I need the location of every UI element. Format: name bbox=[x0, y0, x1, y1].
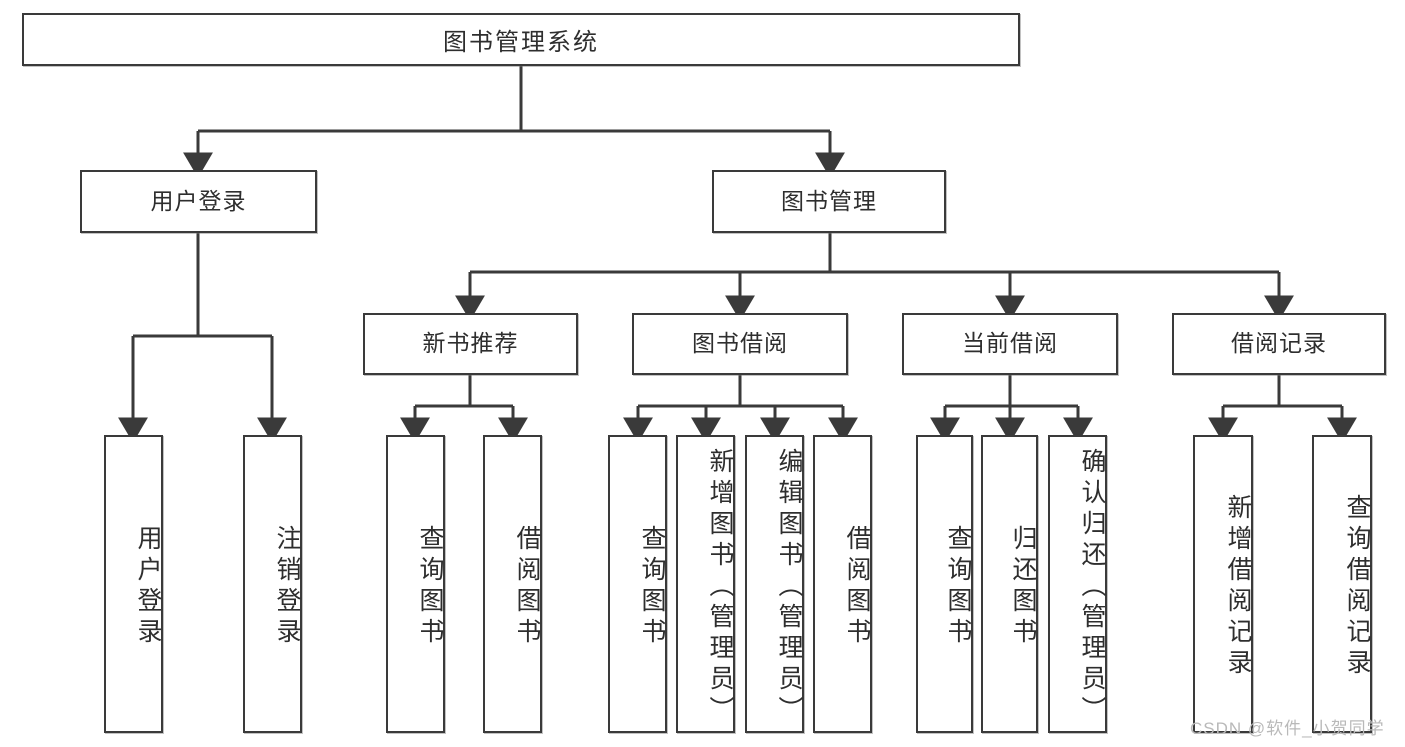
node-new-book-recommend[interactable]: 新书推荐 bbox=[363, 313, 578, 375]
leaf-user-login-signout[interactable]: 注销登录 bbox=[243, 435, 302, 733]
node-current-borrow[interactable]: 当前借阅 bbox=[902, 313, 1118, 375]
leaf-new-book-query[interactable]: 查询图书 bbox=[386, 435, 445, 733]
leaf-current-borrow-query[interactable]: 查询图书 bbox=[916, 435, 973, 733]
leaf-book-borrow-query[interactable]: 查询图书 bbox=[608, 435, 667, 733]
node-book-borrow[interactable]: 图书借阅 bbox=[632, 313, 848, 375]
leaf-borrow-record-add[interactable]: 新增借阅记录 bbox=[1193, 435, 1253, 733]
node-borrow-record[interactable]: 借阅记录 bbox=[1172, 313, 1386, 375]
leaf-borrow-record-query[interactable]: 查询借阅记录 bbox=[1312, 435, 1372, 733]
leaf-current-borrow-return[interactable]: 归还图书 bbox=[981, 435, 1038, 733]
leaf-new-book-borrow[interactable]: 借阅图书 bbox=[483, 435, 542, 733]
leaf-user-login-signin[interactable]: 用户登录 bbox=[104, 435, 163, 733]
node-user-login[interactable]: 用户登录 bbox=[80, 170, 317, 233]
leaf-current-borrow-confirm-return[interactable]: 确认归还（管理员） bbox=[1048, 435, 1107, 733]
node-book-management[interactable]: 图书管理 bbox=[712, 170, 946, 233]
csdn-watermark: CSDN @软件_小贺同学 bbox=[1190, 719, 1385, 738]
leaf-book-borrow-add[interactable]: 新增图书（管理员） bbox=[676, 435, 735, 733]
leaf-book-borrow-edit[interactable]: 编辑图书（管理员） bbox=[745, 435, 804, 733]
node-root-system[interactable]: 图书管理系统 bbox=[22, 13, 1020, 66]
leaf-book-borrow-lend[interactable]: 借阅图书 bbox=[813, 435, 872, 733]
